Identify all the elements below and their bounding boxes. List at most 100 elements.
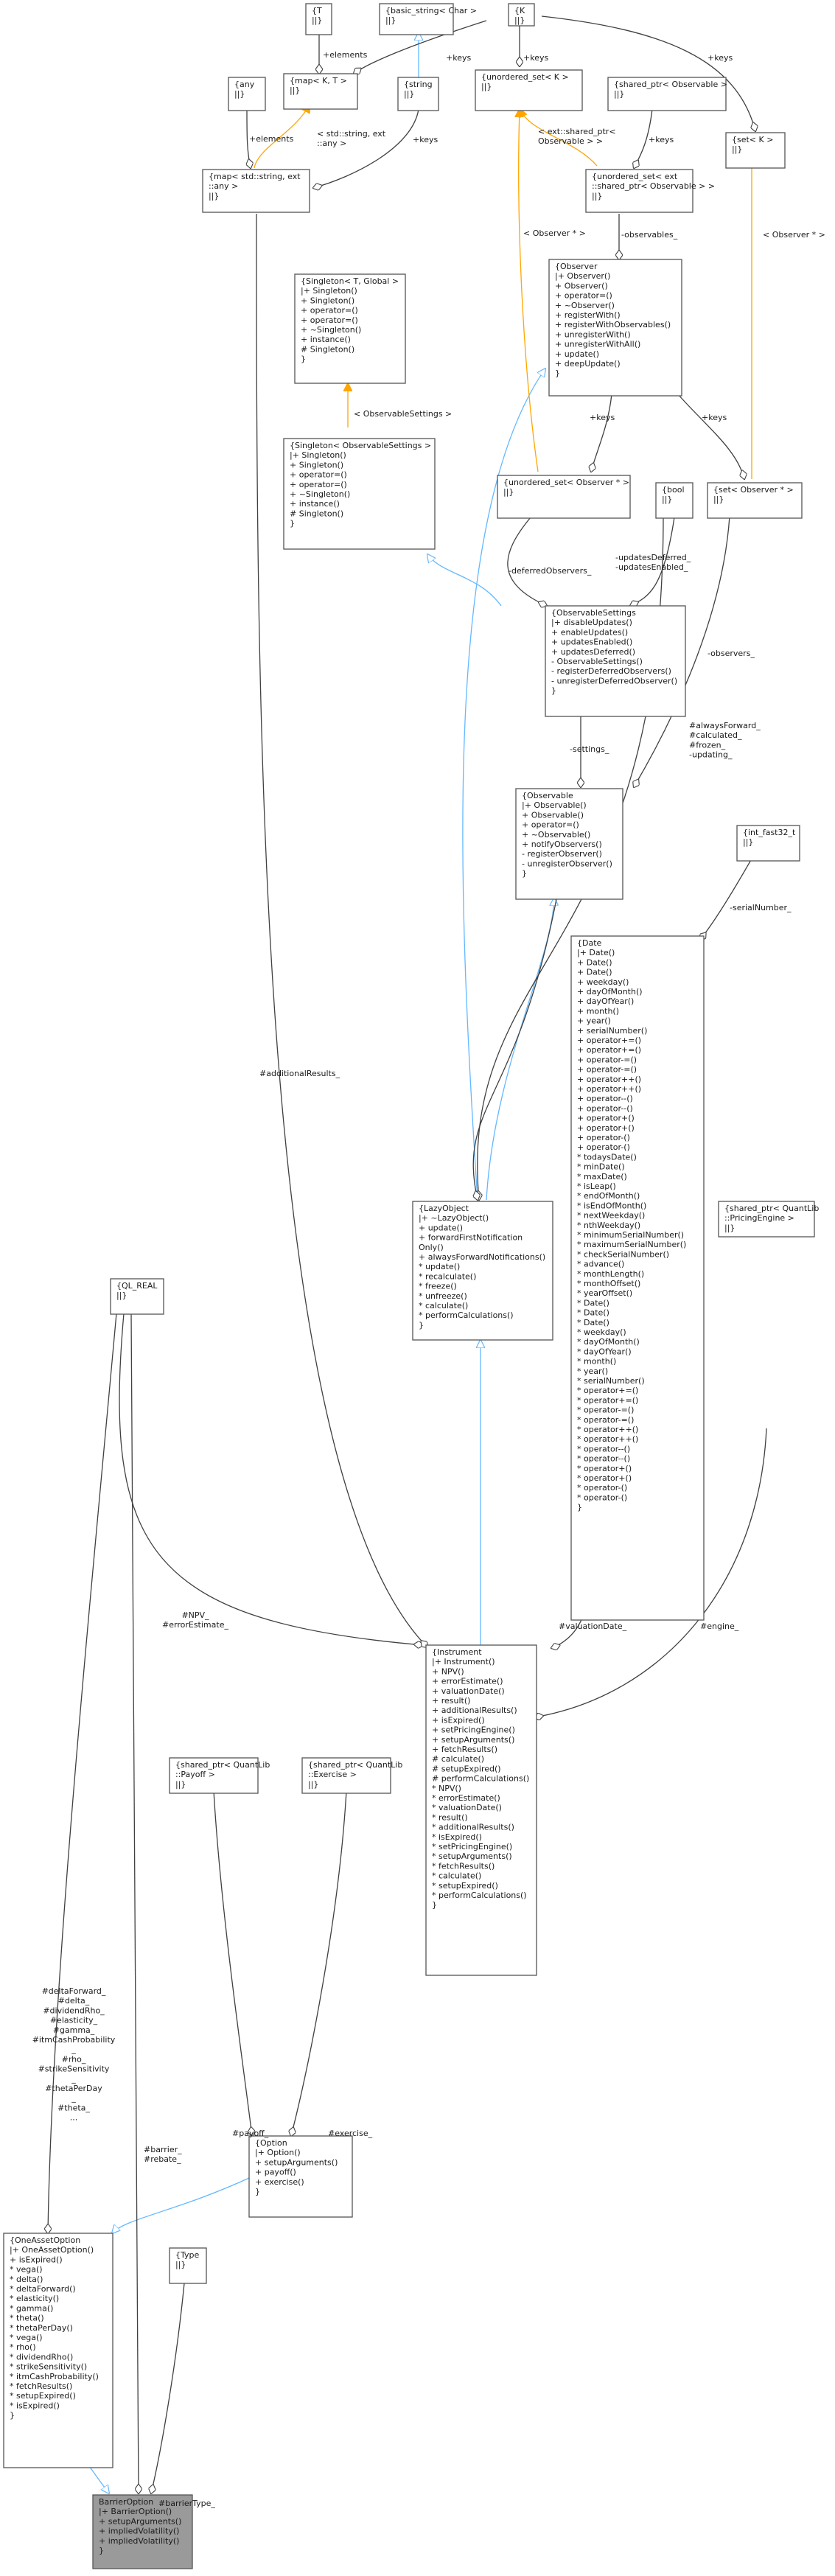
- class-member: |+ Observer(): [555, 271, 610, 281]
- class-member: |+ Instrument(): [432, 1657, 495, 1666]
- class-member: + operator--(): [577, 1103, 633, 1113]
- usage-edge-qlreal-barrieroption: [130, 1313, 139, 2493]
- class-node-any[interactable]: {any||}: [228, 77, 266, 111]
- usage-edge-qlreal-oneassetoption: [48, 1313, 117, 2233]
- class-node-map-ext[interactable]: {map< std::string, ext::any >||}: [202, 169, 310, 213]
- class-member: + operator-=(): [577, 1065, 637, 1075]
- class-node-int-fast32[interactable]: {int_fast32_t||}: [736, 825, 800, 862]
- class-node-string[interactable]: {string||}: [397, 77, 439, 111]
- class-member: * additionalResults(): [432, 1823, 514, 1832]
- class-member: }: [555, 369, 560, 378]
- class-member: ||}: [662, 495, 672, 504]
- class-member: + impliedVolatility(): [99, 2527, 179, 2536]
- class-member: * operator-=(): [577, 1415, 634, 1425]
- class-member: + additionalResults(): [432, 1706, 517, 1715]
- inherit-edge-option-oneassetoption: [112, 2177, 250, 2233]
- class-member: + operator+(): [577, 1114, 635, 1123]
- class-member: Only(): [419, 1243, 444, 1252]
- class-node-unordered-set-k[interactable]: {unordered_set< K >||}: [475, 69, 583, 111]
- class-member: * operator--(): [577, 1444, 630, 1453]
- class-node-singleton-t[interactable]: {Singleton< T, Global >|+ Singleton()+ S…: [294, 273, 406, 384]
- class-member: ||}: [503, 487, 514, 497]
- class-box: [110, 1278, 164, 1315]
- class-node-set-observer[interactable]: {set< Observer * >||}: [707, 482, 803, 519]
- class-member: * operator-=(): [577, 1406, 634, 1415]
- class-node-observer[interactable]: {Observer|+ Observer()+ Observer()+ oper…: [548, 259, 682, 397]
- class-node-ql-real[interactable]: {QL_REAL||}: [110, 1278, 164, 1315]
- inherit-edge-singleton-observablesettings: [427, 554, 502, 607]
- class-node-observable-settings[interactable]: {ObservableSettings|+ disableUpdates()+ …: [545, 605, 686, 717]
- class-member: ||}: [312, 15, 322, 25]
- class-member: * unfreeze(): [419, 1291, 467, 1301]
- class-box: [379, 3, 454, 35]
- class-member: * weekday(): [577, 1327, 626, 1337]
- class-member: ||}: [290, 85, 300, 95]
- class-member: + month(): [577, 1006, 619, 1016]
- class-node-unordered-set-observer[interactable]: {unordered_set< Observer * >||}: [497, 475, 631, 519]
- class-node-shared-observable[interactable]: {shared_ptr< Observable >||}: [607, 77, 727, 111]
- class-node-set-k[interactable]: {set< K >||}: [725, 132, 786, 169]
- usage-edge-engine-instrument: [534, 1428, 767, 1717]
- class-member: * dayOfMonth(): [577, 1337, 640, 1347]
- class-member: * operator+(): [577, 1473, 632, 1483]
- class-member: - registerDeferredObservers(): [551, 666, 671, 676]
- class-node-basic-string[interactable]: {basic_string< Char >||}: [379, 3, 477, 35]
- edge-label-barrier-type: #barrierType_: [158, 2499, 215, 2508]
- edge-label-updates-flags: -updatesDeferred_: [615, 553, 691, 562]
- inherit-edge-observable-lazyobject: [486, 898, 554, 1201]
- class-member: * Date(): [577, 1298, 609, 1308]
- edge-label-greeks: #deltaForward_: [42, 1986, 106, 1996]
- class-member: * monthOffset(): [577, 1279, 640, 1288]
- class-name: {Instrument: [432, 1647, 482, 1657]
- class-member: * freeze(): [419, 1282, 457, 1291]
- class-node-shared-exercise[interactable]: {shared_ptr< QuantLib::Exercise >||}: [301, 1757, 402, 1794]
- edge-label-greeks: #strikeSensitivity: [38, 2064, 110, 2074]
- class-member: * dayOfYear(): [577, 1347, 632, 1356]
- class-node-bool[interactable]: {bool||}: [655, 482, 693, 519]
- class-node-instrument[interactable]: {Instrument|+ Instrument()+ NPV()+ error…: [425, 1644, 537, 1976]
- usage-edge-any-map: [247, 108, 251, 168]
- class-member: ||}: [732, 144, 742, 154]
- class-node-shared-engine[interactable]: {shared_ptr< QuantLib::PricingEngine >||…: [718, 1201, 819, 1238]
- edge-label-observer-tpl-1: < Observer * >: [523, 228, 586, 238]
- class-member: + ~Singleton(): [301, 325, 361, 335]
- class-node-unordered-set-ext[interactable]: {unordered_set< ext::shared_ptr< Observa…: [585, 169, 715, 213]
- edge-label-observer-tpl-2: < Observer * >: [763, 230, 825, 240]
- class-box: [294, 273, 406, 384]
- class-node-barrier-option[interactable]: BarrierOption|+ BarrierOption()+ setupAr…: [92, 2494, 193, 2569]
- edge-label-barrier-rebate: #barrier_: [144, 2145, 182, 2154]
- class-member: ||}: [514, 15, 525, 25]
- class-box: [202, 169, 310, 213]
- class-node-k[interactable]: {K||}: [508, 3, 535, 27]
- class-member: + Observable(): [522, 810, 584, 820]
- edge-label-keys-k3: +keys: [708, 53, 733, 63]
- class-node-shared-payoff[interactable]: {shared_ptr< QuantLib::Payoff >||}: [169, 1757, 270, 1794]
- class-node-t[interactable]: {T||}: [305, 3, 332, 35]
- class-name: {Observable: [522, 791, 573, 800]
- class-member: * operator+=(): [577, 1386, 638, 1395]
- class-node-lazy-object[interactable]: {LazyObject|+ ~LazyObject()+ update()+ f…: [412, 1201, 553, 1341]
- class-member: + setPricingEngine(): [432, 1725, 515, 1735]
- class-member: + setupArguments(): [255, 2157, 338, 2167]
- class-node-date[interactable]: {Date|+ Date()+ Date()+ Date()+ weekday(…: [570, 935, 705, 1621]
- class-member: * operator-(): [577, 1493, 627, 1502]
- class-node-singleton-obs[interactable]: {Singleton< ObservableSettings >|+ Singl…: [283, 438, 436, 550]
- class-member: ||}: [614, 89, 624, 99]
- class-name: {shared_ptr< QuantLib: [175, 1760, 270, 1770]
- class-member: |+ disableUpdates(): [551, 618, 632, 627]
- class-name: {Singleton< T, Global >: [301, 276, 399, 286]
- usage-edge-k-mapkt: [354, 20, 487, 74]
- edge-label-observables: -observables_: [621, 230, 678, 240]
- class-box: [228, 77, 266, 111]
- class-node-type[interactable]: {Type||}: [169, 2247, 207, 2284]
- class-node-one-asset-option[interactable]: {OneAssetOption|+ OneAssetOption()+ isEx…: [3, 2233, 113, 2468]
- class-box: [169, 2247, 207, 2284]
- class-node-option[interactable]: {Option|+ Option()+ setupArguments()+ pa…: [248, 2135, 353, 2218]
- class-member: + impliedVolatility(): [99, 2536, 179, 2546]
- class-member: }: [577, 1503, 582, 1512]
- class-node-observable[interactable]: {Observable|+ Observable()+ Observable()…: [515, 788, 623, 900]
- class-member: * minimumSerialNumber(): [577, 1230, 684, 1240]
- class-member: + operator=(): [290, 480, 347, 489]
- class-name: {ObservableSettings: [551, 608, 636, 618]
- class-node-map-kt[interactable]: {map< K, T >||}: [283, 73, 358, 110]
